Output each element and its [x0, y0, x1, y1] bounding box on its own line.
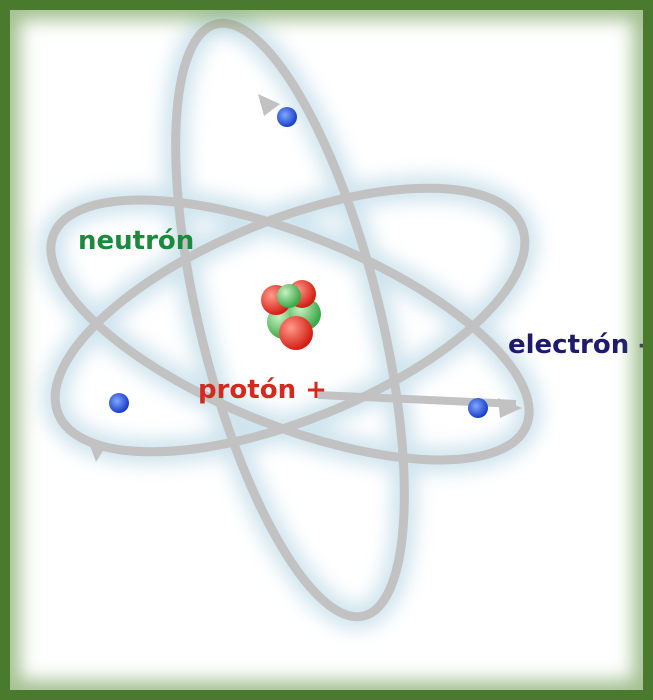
proton-ball [279, 316, 313, 350]
electron-top [277, 107, 297, 127]
arrow-top-icon [258, 94, 280, 116]
orbit-rising [50, 183, 530, 457]
electron-right [468, 398, 488, 418]
proton-label: protón + [198, 375, 327, 405]
orbit-falling [46, 195, 534, 465]
electron-left [109, 393, 129, 413]
arrow-left-icon [88, 440, 106, 462]
orbit-vertical [171, 18, 409, 622]
electrons [109, 107, 488, 418]
nucleus [261, 280, 321, 350]
electron-label: electrón -- [508, 330, 653, 360]
neutron-ball [277, 284, 301, 308]
orbits [46, 18, 534, 622]
neutron-label: neutrón [78, 226, 195, 256]
